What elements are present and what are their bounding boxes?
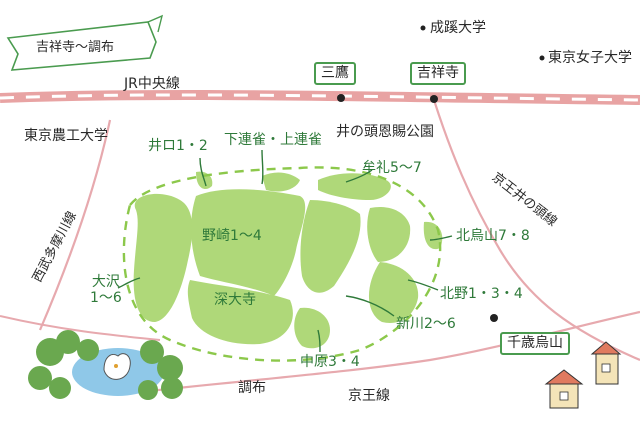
title-banner-text: 吉祥寺～調布 — [36, 40, 115, 55]
district-inokuchi: 井ロ1・2 — [148, 138, 208, 154]
district-shinkawa: 新川2～6 — [396, 316, 456, 332]
label-tokyo-joshi: 東京女子大学 — [548, 50, 632, 66]
swan-boat-icon — [103, 353, 131, 380]
seibu-tamagawa-line — [38, 119, 112, 331]
station-chitose-karasuyama: 千歳烏山 — [500, 332, 570, 355]
district-nozaki: 野崎1～4 — [202, 228, 262, 244]
label-inokashira-park: 井の頭恩賜公園 — [336, 124, 434, 140]
label-keio: 京王線 — [348, 388, 390, 404]
station-mitaka: 三鷹 — [314, 62, 356, 85]
jr-chuo-line — [0, 89, 640, 105]
label-jr-chuo: JR中央線 — [124, 76, 180, 92]
label-tokyo-noko: 東京農工大学 — [24, 128, 108, 144]
leader-lines — [117, 149, 453, 353]
road — [0, 315, 161, 341]
district-mure: 牟礼5～7 — [362, 160, 422, 176]
district-kitakarasuyama: 北烏山7・8 — [456, 228, 530, 244]
house-icon — [544, 341, 622, 409]
label-seikei: 成蹊大学 — [430, 20, 486, 36]
district-shimorenjaku: 下連雀・上連雀 — [224, 132, 322, 148]
title-banner — [6, 14, 164, 71]
district-jindaiji: 深大寺 — [214, 292, 256, 308]
district-nakahara: 中原3・4 — [300, 354, 360, 370]
label-chofu: 調布 — [238, 380, 266, 396]
pond-scene — [28, 330, 183, 400]
district-kitano: 北野1・3・4 — [440, 286, 523, 302]
keio-inokashira-line — [432, 99, 640, 362]
station-markers — [337, 25, 545, 322]
keio-line — [139, 310, 640, 394]
district-osawa: 大沢 1～6 — [90, 274, 122, 306]
area-boundary — [122, 166, 442, 362]
station-kichijoji: 吉祥寺 — [410, 62, 466, 85]
